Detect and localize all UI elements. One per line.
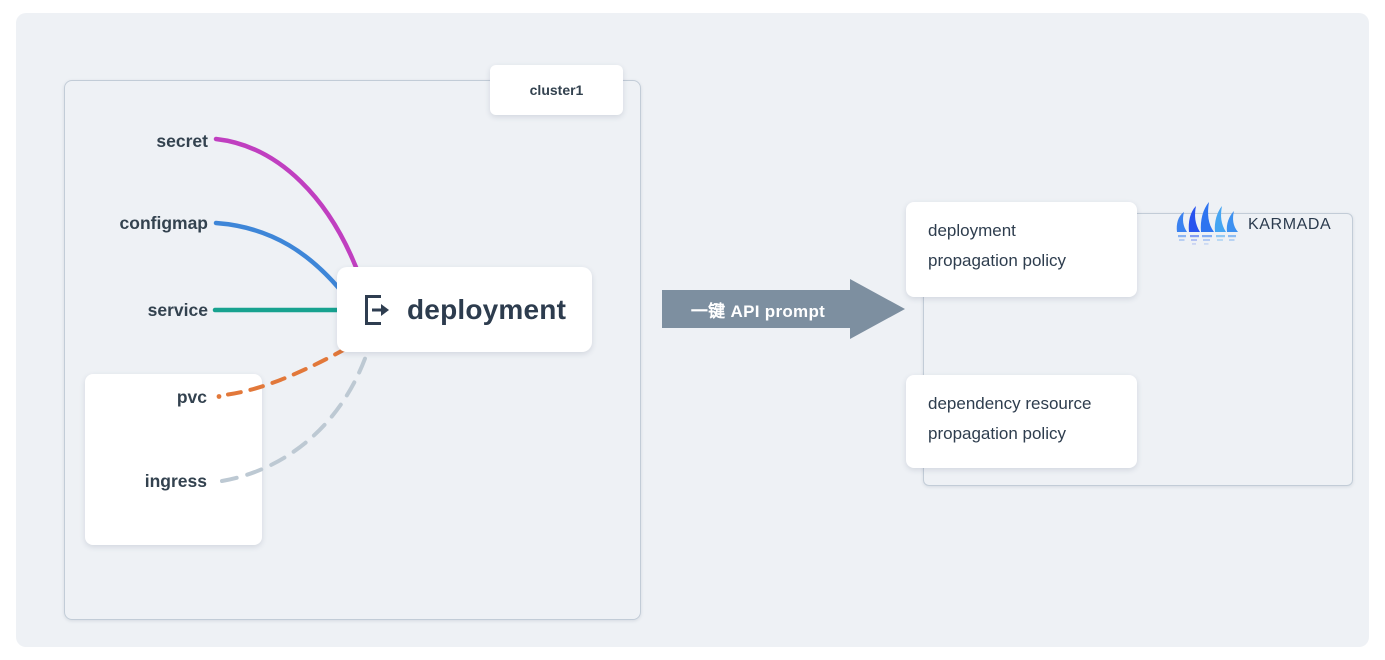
resource-label-configmap: configmap [119, 213, 208, 233]
api-prompt-arrow [662, 279, 905, 339]
karmada-logo-text: KARMADA [1248, 216, 1332, 233]
card-line: propagation policy [928, 424, 1066, 443]
karmada-sails-icon [1176, 202, 1238, 245]
resource-label-service: service [147, 300, 208, 320]
cluster-title-badge: cluster1 [490, 65, 623, 115]
resource-label-pvc: pvc [176, 387, 207, 407]
resource-label-secret: secret [156, 131, 208, 151]
karmada-box [923, 213, 1353, 486]
api-prompt-arrow-label: 一键 API prompt [690, 301, 826, 321]
card-line: dependency resource [928, 394, 1092, 413]
deployment-node: deployment [337, 267, 592, 352]
card-line: deployment [928, 221, 1016, 240]
resource-label-ingress: ingress [144, 471, 207, 491]
cluster-title: cluster1 [529, 82, 584, 98]
card-line: propagation policy [928, 251, 1066, 270]
export-icon [365, 294, 389, 325]
deployment-propagation-policy-card: deployment propagation policy [906, 202, 1137, 297]
deployment-node-label: deployment [407, 293, 567, 325]
karmada-logo: KARMADA [1176, 201, 1331, 249]
dependency-propagation-policy-card: dependency resource propagation policy [906, 375, 1137, 468]
cluster1-box [64, 80, 641, 620]
